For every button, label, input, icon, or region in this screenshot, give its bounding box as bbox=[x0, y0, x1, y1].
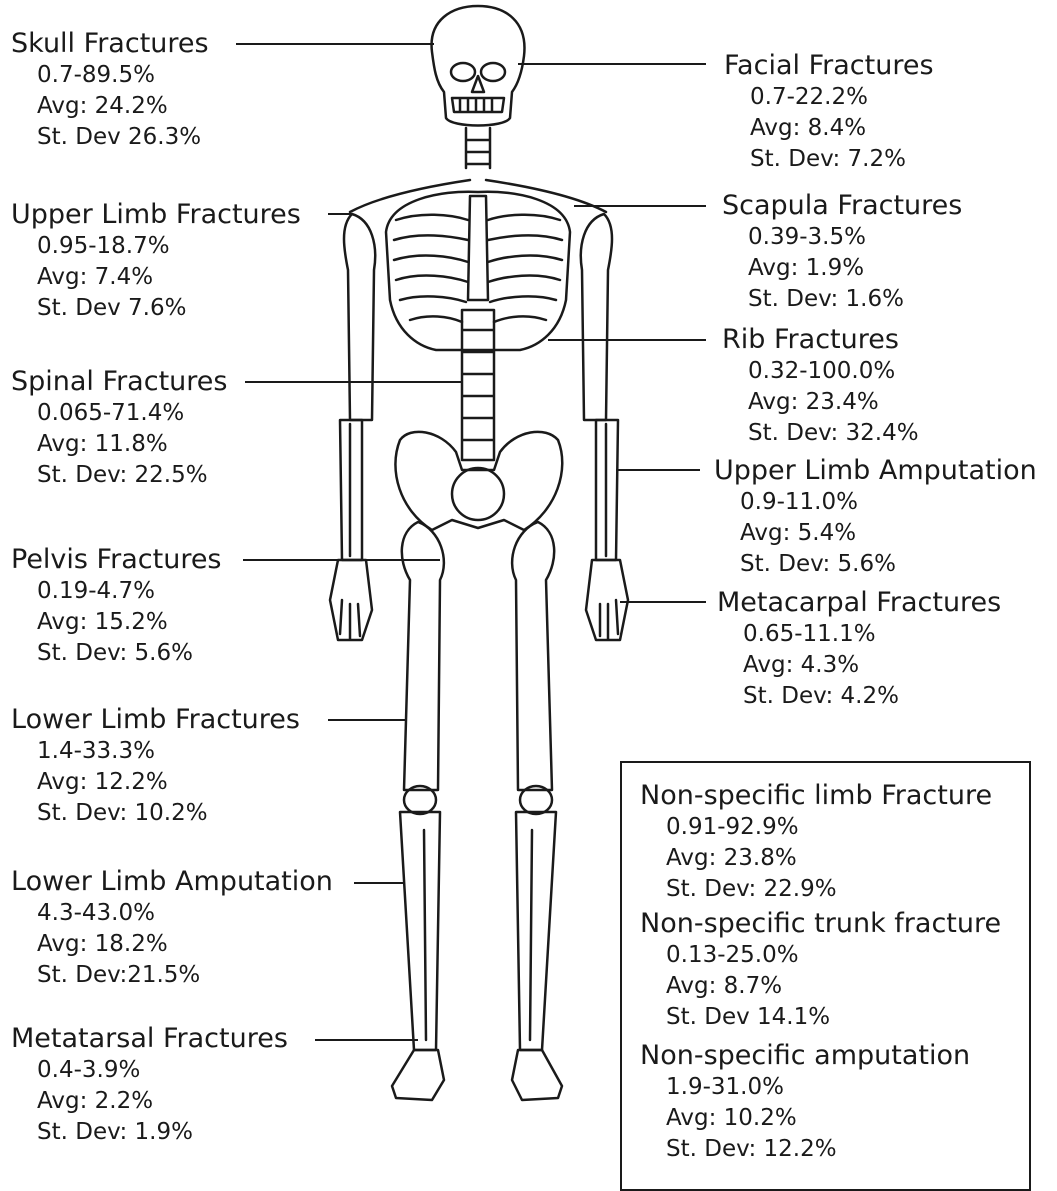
label-range: 0.13-25.0% bbox=[640, 940, 1001, 971]
label-sd: St. Dev: 12.2% bbox=[640, 1134, 970, 1165]
nonspecific-amputation: Non-specific amputation 1.9-31.0% Avg: 1… bbox=[640, 1040, 970, 1165]
label-sd: St. Dev: 7.2% bbox=[724, 144, 934, 175]
label-avg: Avg: 23.4% bbox=[722, 387, 919, 418]
label-title: Skull Fractures bbox=[11, 28, 209, 60]
label-title: Metatarsal Fractures bbox=[11, 1023, 288, 1055]
label-sd: St. Dev: 4.2% bbox=[717, 681, 1001, 712]
label-avg: Avg: 7.4% bbox=[11, 262, 301, 293]
label-metacarpal: Metacarpal Fractures 0.65-11.1% Avg: 4.3… bbox=[717, 587, 1001, 712]
label-sd: St. Dev: 22.9% bbox=[640, 874, 992, 905]
label-facial: Facial Fractures 0.7-22.2% Avg: 8.4% St.… bbox=[724, 50, 934, 175]
label-avg: Avg: 12.2% bbox=[11, 767, 300, 798]
label-sd: St. Dev: 5.6% bbox=[714, 549, 1037, 580]
label-avg: Avg: 15.2% bbox=[11, 607, 222, 638]
label-avg: Avg: 8.4% bbox=[724, 113, 934, 144]
label-range: 0.91-92.9% bbox=[640, 812, 992, 843]
label-title: Non-specific trunk fracture bbox=[640, 908, 1001, 940]
nonspecific-box: Non-specific limb Fracture 0.91-92.9% Av… bbox=[620, 761, 1031, 1191]
label-avg: Avg: 2.2% bbox=[11, 1086, 288, 1117]
label-skull: Skull Fractures 0.7-89.5% Avg: 24.2% St.… bbox=[11, 28, 209, 153]
label-pelvis: Pelvis Fractures 0.19-4.7% Avg: 15.2% St… bbox=[11, 544, 222, 669]
label-rib: Rib Fractures 0.32-100.0% Avg: 23.4% St.… bbox=[722, 324, 919, 449]
label-range: 0.9-11.0% bbox=[714, 487, 1037, 518]
label-sd: St. Dev:21.5% bbox=[11, 960, 333, 991]
label-sd: St. Dev: 32.4% bbox=[722, 418, 919, 449]
label-sd: St. Dev: 22.5% bbox=[11, 460, 227, 491]
label-scapula: Scapula Fractures 0.39-3.5% Avg: 1.9% St… bbox=[722, 190, 962, 315]
label-avg: Avg: 24.2% bbox=[11, 91, 209, 122]
label-sd: St. Dev: 1.9% bbox=[11, 1117, 288, 1148]
label-sd: St. Dev: 10.2% bbox=[11, 798, 300, 829]
label-spinal: Spinal Fractures 0.065-71.4% Avg: 11.8% … bbox=[11, 366, 227, 491]
label-title: Non-specific limb Fracture bbox=[640, 780, 992, 812]
label-avg: Avg: 23.8% bbox=[640, 843, 992, 874]
label-title: Pelvis Fractures bbox=[11, 544, 222, 576]
label-avg: Avg: 5.4% bbox=[714, 518, 1037, 549]
label-avg: Avg: 10.2% bbox=[640, 1103, 970, 1134]
label-range: 0.065-71.4% bbox=[11, 398, 227, 429]
label-sd: St. Dev: 5.6% bbox=[11, 638, 222, 669]
label-lower-limb-amputation: Lower Limb Amputation 4.3-43.0% Avg: 18.… bbox=[11, 866, 333, 991]
label-avg: Avg: 4.3% bbox=[717, 650, 1001, 681]
nonspecific-limb: Non-specific limb Fracture 0.91-92.9% Av… bbox=[640, 780, 992, 905]
label-metatarsal: Metatarsal Fractures 0.4-3.9% Avg: 2.2% … bbox=[11, 1023, 288, 1148]
label-sd: St. Dev 14.1% bbox=[640, 1002, 1001, 1033]
nonspecific-trunk: Non-specific trunk fracture 0.13-25.0% A… bbox=[640, 908, 1001, 1033]
label-upper-limb: Upper Limb Fractures 0.95-18.7% Avg: 7.4… bbox=[11, 199, 301, 324]
label-title: Rib Fractures bbox=[722, 324, 919, 356]
label-avg: Avg: 1.9% bbox=[722, 253, 962, 284]
label-title: Facial Fractures bbox=[724, 50, 934, 82]
label-range: 0.39-3.5% bbox=[722, 222, 962, 253]
label-avg: Avg: 11.8% bbox=[11, 429, 227, 460]
label-sd: St. Dev 26.3% bbox=[11, 122, 209, 153]
label-sd: St. Dev: 1.6% bbox=[722, 284, 962, 315]
label-title: Non-specific amputation bbox=[640, 1040, 970, 1072]
label-range: 0.95-18.7% bbox=[11, 231, 301, 262]
label-title: Lower Limb Amputation bbox=[11, 866, 333, 898]
label-lower-limb: Lower Limb Fractures 1.4-33.3% Avg: 12.2… bbox=[11, 704, 300, 829]
label-sd: St. Dev 7.6% bbox=[11, 293, 301, 324]
label-title: Upper Limb Amputation bbox=[714, 455, 1037, 487]
label-title: Spinal Fractures bbox=[11, 366, 227, 398]
label-range: 4.3-43.0% bbox=[11, 898, 333, 929]
label-title: Lower Limb Fractures bbox=[11, 704, 300, 736]
label-range: 0.4-3.9% bbox=[11, 1055, 288, 1086]
label-range: 0.7-89.5% bbox=[11, 60, 209, 91]
label-range: 1.9-31.0% bbox=[640, 1072, 970, 1103]
label-range: 0.65-11.1% bbox=[717, 619, 1001, 650]
label-range: 0.32-100.0% bbox=[722, 356, 919, 387]
label-title: Upper Limb Fractures bbox=[11, 199, 301, 231]
label-avg: Avg: 18.2% bbox=[11, 929, 333, 960]
label-range: 1.4-33.3% bbox=[11, 736, 300, 767]
label-range: 0.7-22.2% bbox=[724, 82, 934, 113]
label-upper-limb-amputation: Upper Limb Amputation 0.9-11.0% Avg: 5.4… bbox=[714, 455, 1037, 580]
label-title: Metacarpal Fractures bbox=[717, 587, 1001, 619]
label-avg: Avg: 8.7% bbox=[640, 971, 1001, 1002]
label-range: 0.19-4.7% bbox=[11, 576, 222, 607]
label-title: Scapula Fractures bbox=[722, 190, 962, 222]
